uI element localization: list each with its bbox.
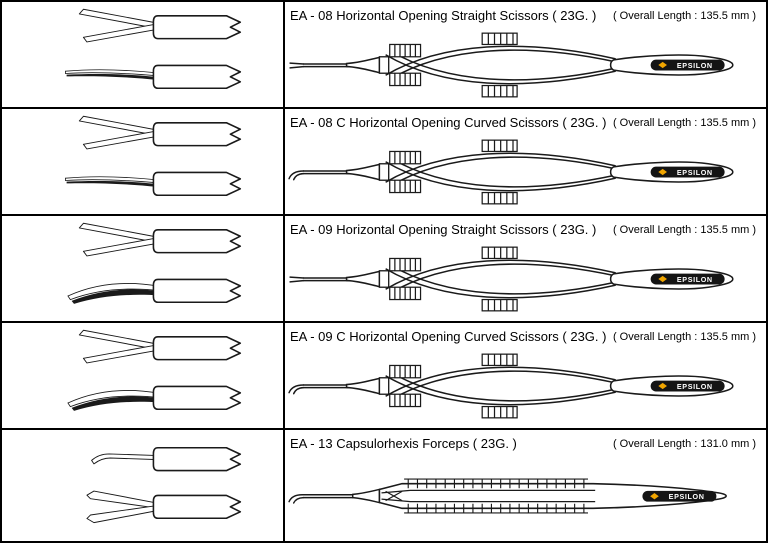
product-title: EA - 08 Horizontal Opening Straight Scis… — [290, 8, 597, 23]
product-row-ea08: EA - 08 Horizontal Opening Straight Scis… — [2, 2, 766, 109]
epsilon-badge: EPSILON — [650, 166, 725, 178]
instrument-drawing-area: EPSILON — [285, 24, 766, 107]
brand-text: EPSILON — [677, 275, 713, 284]
product-row-ea08c: EA - 08 C Horizontal Opening Curved Scis… — [2, 108, 766, 216]
brand-text: EPSILON — [669, 492, 705, 501]
product-header: EA - 08 Horizontal Opening Straight Scis… — [285, 2, 766, 24]
product-cell: EA - 08 C Horizontal Opening Curved Scis… — [285, 109, 766, 214]
tip-diagram-straight-scissors — [65, 9, 242, 90]
instrument-drawing-area: EPSILON — [285, 344, 766, 427]
product-cell: EA - 08 Horizontal Opening Straight Scis… — [285, 2, 766, 107]
overall-length-label: ( Overall Length : 135.5 mm ) — [612, 10, 756, 22]
tip-diagram-curved-scissors — [67, 223, 242, 305]
tip-diagram-cell — [2, 2, 285, 107]
product-header: EA - 08 C Horizontal Opening Curved Scis… — [285, 109, 766, 131]
product-cell: EA - 09 Horizontal Opening Straight Scis… — [285, 216, 766, 321]
epsilon-badge: EPSILON — [650, 273, 725, 285]
product-cell: EA - 09 C Horizontal Opening Curved Scis… — [285, 323, 766, 428]
instrument-diagram: EPSILON — [287, 32, 739, 98]
instrument-drawing-area: EPSILON — [285, 131, 766, 214]
overall-length-label: ( Overall Length : 135.5 mm ) — [612, 116, 756, 129]
instrument-drawing-area: EPSILON — [285, 451, 766, 541]
product-row-ea09c: EA - 09 C Horizontal Opening Curved Scis… — [2, 322, 766, 430]
badge-dot-icon — [650, 493, 659, 500]
brand-text: EPSILON — [677, 61, 713, 70]
epsilon-badge: EPSILON — [650, 380, 725, 392]
badge-dot-icon — [658, 62, 667, 69]
tip-diagram-forceps — [86, 447, 242, 524]
tip-diagram-cell — [2, 322, 285, 428]
tip-diagram-straight-scissors — [65, 116, 242, 197]
brand-text: EPSILON — [677, 382, 713, 391]
product-cell: EA - 13 Capsulorhexis Forceps ( 23G. ) (… — [285, 430, 766, 541]
product-title: EA - 09 C Horizontal Opening Curved Scis… — [290, 328, 607, 344]
product-title: EA - 13 Capsulorhexis Forceps ( 23G. ) — [290, 435, 517, 451]
tip-diagram-cell — [2, 429, 285, 541]
badge-dot-icon — [658, 275, 667, 283]
badge-dot-icon — [658, 382, 667, 390]
product-row-ea13: EA - 13 Capsulorhexis Forceps ( 23G. ) (… — [2, 429, 766, 541]
brand-text: EPSILON — [677, 168, 713, 177]
overall-length-label: ( Overall Length : 135.5 mm ) — [612, 223, 756, 236]
instrument-diagram: EPSILON — [287, 463, 739, 529]
product-title: EA - 08 C Horizontal Opening Curved Scis… — [290, 114, 607, 130]
tip-diagram-curved-scissors — [67, 330, 242, 412]
overall-length-label: ( Overall Length : 135.5 mm ) — [612, 330, 756, 343]
instrument-diagram: EPSILON — [287, 246, 739, 312]
product-header: EA - 09 C Horizontal Opening Curved Scis… — [285, 323, 766, 345]
badge-dot-icon — [658, 169, 667, 176]
product-header: EA - 09 Horizontal Opening Straight Scis… — [285, 216, 766, 238]
product-row-ea09: EA - 09 Horizontal Opening Straight Scis… — [2, 215, 766, 323]
instrument-diagram: EPSILON — [287, 353, 739, 419]
product-header: EA - 13 Capsulorhexis Forceps ( 23G. ) (… — [285, 430, 766, 452]
overall-length-label: ( Overall Length : 131.0 mm ) — [612, 437, 756, 450]
product-title: EA - 09 Horizontal Opening Straight Scis… — [290, 221, 597, 237]
tip-diagram-cell — [2, 108, 285, 214]
instrument-drawing-area: EPSILON — [285, 237, 766, 320]
epsilon-badge: EPSILON — [642, 491, 717, 502]
instrument-diagram: EPSILON — [287, 139, 739, 205]
tip-diagram-cell — [2, 215, 285, 321]
epsilon-badge: EPSILON — [650, 59, 725, 71]
